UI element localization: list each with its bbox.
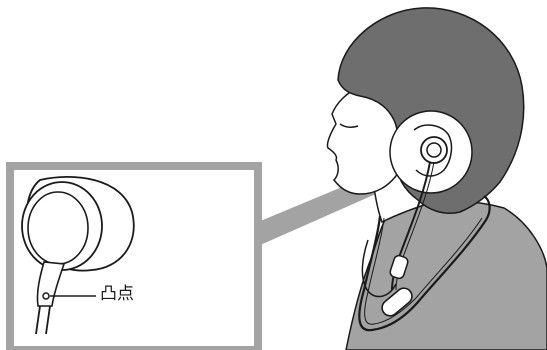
raised-bump-dot [42, 292, 50, 300]
inline-remote-small [389, 254, 409, 280]
closed-eye [339, 123, 359, 129]
earbud-inner-face [27, 191, 89, 265]
cable-left [361, 239, 397, 298]
neckband-edge [364, 217, 483, 325]
raised-bump-label: 凸点 [100, 284, 134, 304]
zoomed-cable [35, 305, 51, 335]
zoomed-earbud [21, 175, 135, 335]
earbud-cable-edge [395, 161, 435, 291]
neckband-control-unit [381, 287, 413, 317]
earbud-in-ear-nozzle [426, 142, 442, 158]
neckband [358, 195, 491, 332]
callout-box [6, 162, 262, 350]
shirt [345, 200, 547, 350]
person-illustration [326, 7, 547, 350]
